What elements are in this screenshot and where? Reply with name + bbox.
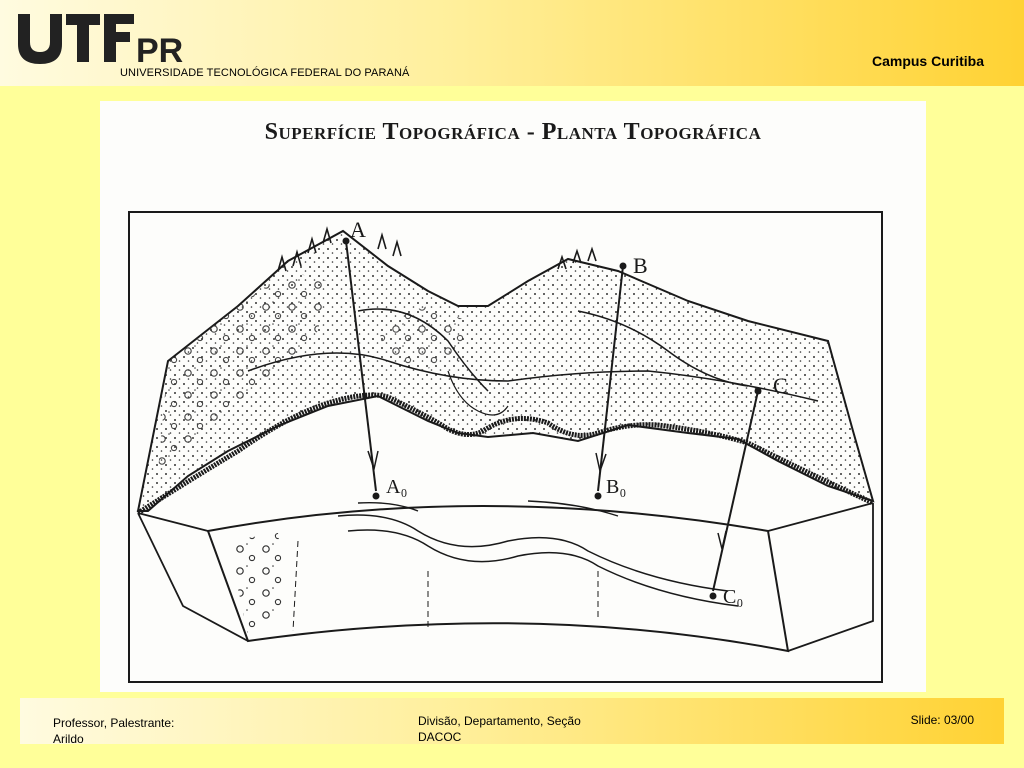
projection-line-a xyxy=(345,240,377,492)
figure-frame xyxy=(128,211,883,683)
terrain-rocky-center xyxy=(378,306,468,371)
topography-figure: Superfície Topográfica - Planta Topográf… xyxy=(100,101,926,692)
university-name: UNIVERSIDADE TECNOLÓGICA FEDERAL DO PARA… xyxy=(120,67,410,79)
campus-label: Campus Curitiba xyxy=(871,53,984,69)
presenter-name: Arildo xyxy=(53,732,84,746)
terrain-rocky-left xyxy=(158,271,328,471)
projection-line-c xyxy=(712,390,759,592)
header-band: PR UNIVERSIDADE TECNOLÓGICA FEDERAL DO P… xyxy=(0,0,1024,86)
point-label-b: B xyxy=(633,253,648,278)
plan-dotted-area xyxy=(228,533,288,636)
slide-number: Slide: 03/00 xyxy=(910,713,974,727)
footer-band: Professor, Palestrante: Arildo Divisão, … xyxy=(20,698,1004,747)
point-label-b0: B₀ xyxy=(606,476,626,498)
vegetation-marks-left xyxy=(277,226,402,272)
division-info: Divisão, Departamento, Seção DACOC xyxy=(418,713,581,745)
projection-line-b xyxy=(597,265,624,492)
figure-title: Superfície Topográfica - Planta Topográf… xyxy=(264,119,762,145)
svg-text:PR: PR xyxy=(136,32,183,66)
topography-diagram: A B C A₀ B₀ C₀ xyxy=(128,211,883,683)
point-label-c: C xyxy=(773,373,788,398)
presenter-info: Professor, Palestrante: Arildo xyxy=(53,715,174,747)
division-label: Divisão, Departamento, Seção xyxy=(418,714,581,728)
point-label-c0: C₀ xyxy=(723,586,743,608)
point-label-a: A xyxy=(350,217,366,242)
presenter-label: Professor, Palestrante: xyxy=(53,716,175,730)
point-label-a0: A₀ xyxy=(386,476,407,498)
vegetation-marks-right xyxy=(557,246,597,270)
plan-block xyxy=(206,505,790,653)
division-name: DACOC xyxy=(418,730,462,744)
utfpr-logo: PR xyxy=(18,14,183,66)
surface-edge xyxy=(136,392,875,516)
